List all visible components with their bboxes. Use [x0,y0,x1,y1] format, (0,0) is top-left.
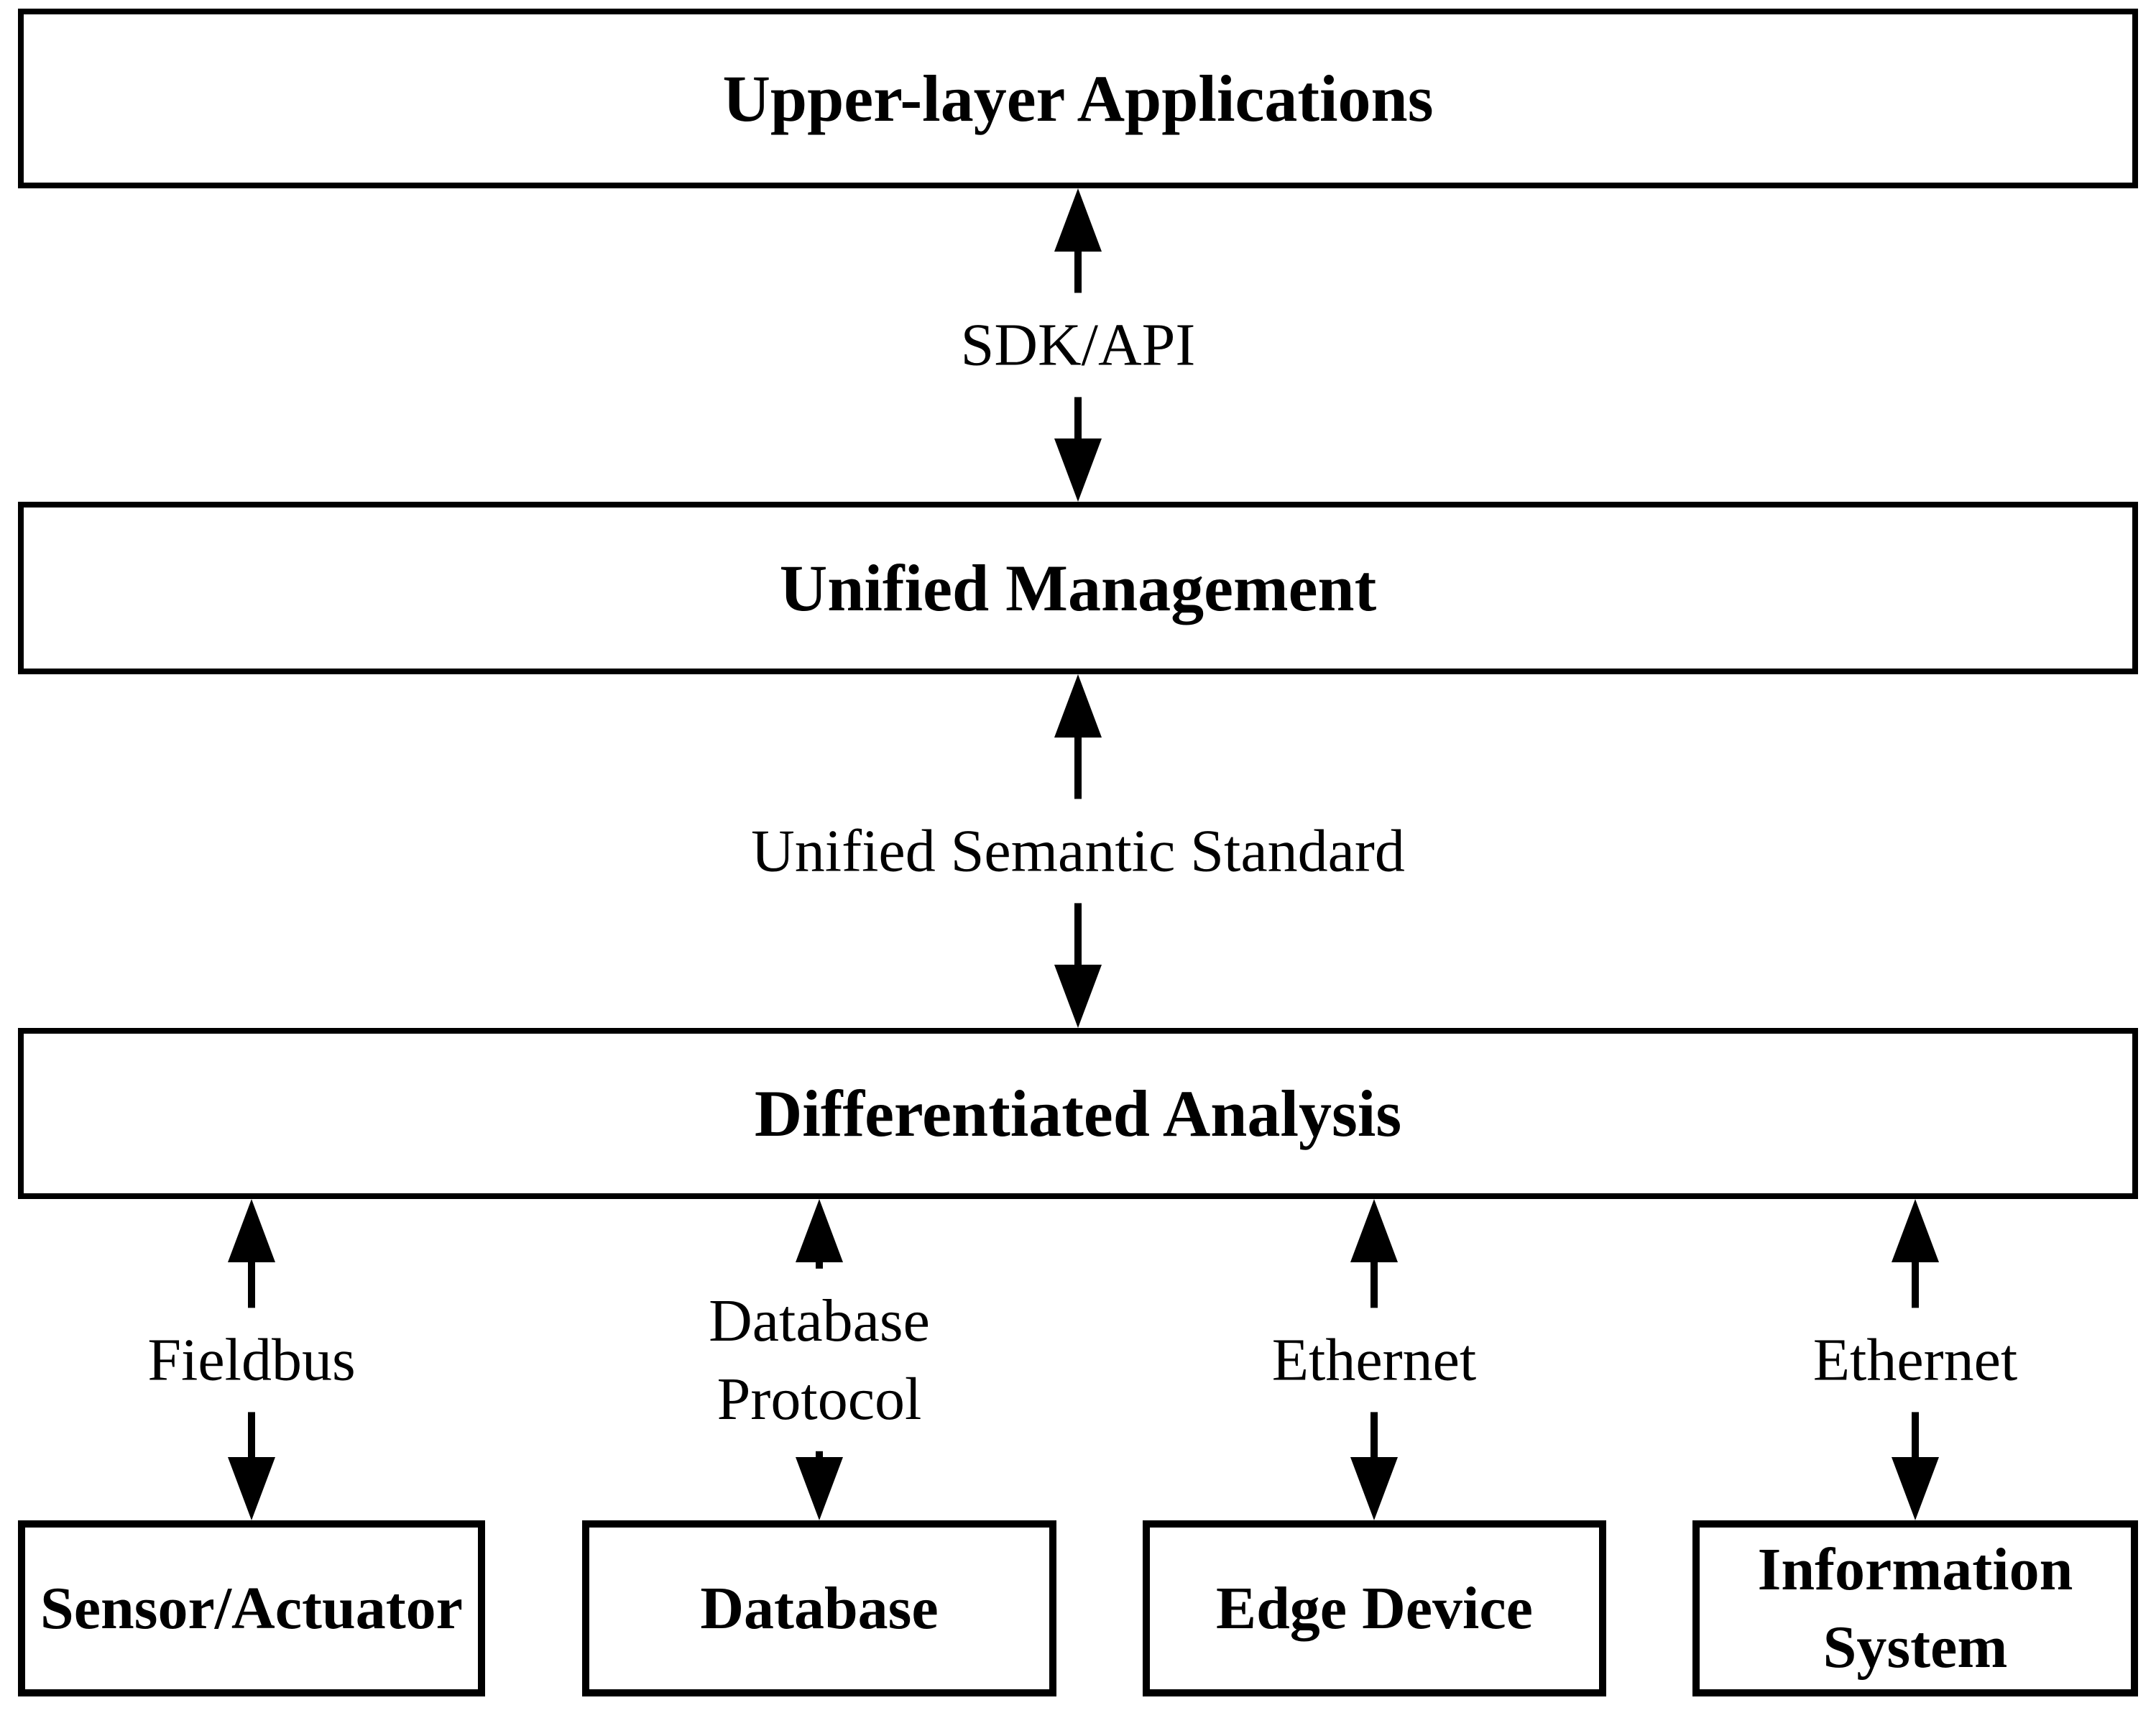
layer-box-upper-layer-applications: Upper-layer Applications [18,9,2138,188]
layer-box-differentiated-analysis: Differentiated Analysis [18,1028,2138,1199]
arrow-database-protocol: Database Protocol [686,1199,953,1520]
arrow-label-fieldbus: Fieldbus [124,1307,379,1413]
arrow-label-ethernet-edge: Ethernet [1248,1307,1500,1413]
down-arrowhead-icon [1350,1457,1398,1520]
arrow-fieldbus: Fieldbus [124,1199,379,1520]
device-title: Edge Device [1216,1574,1533,1642]
down-arrowhead-icon [1892,1457,1939,1520]
device-title: Information System [1757,1535,2073,1681]
down-arrowhead-icon [228,1457,275,1520]
layer-title: Unified Management [779,551,1377,625]
device-title: Sensor/Actuator [40,1574,463,1642]
arrow-label-ethernet-info: Ethernet [1789,1307,2041,1413]
arrow-label-unified-semantic-standard: Unified Semantic Standard [728,799,1428,904]
device-box-information-system: Information System [1692,1520,2138,1696]
arrow-label-database-protocol: Database Protocol [686,1268,953,1451]
down-arrowhead-icon [1054,438,1102,502]
down-arrowhead-icon [1054,965,1102,1028]
layer-box-unified-management: Unified Management [18,502,2138,674]
device-box-database: Database [582,1520,1056,1696]
arrow-sdk-api: SDK/API [937,188,1219,502]
arrow-ethernet-information-system: Ethernet [1789,1199,2041,1520]
layer-title: Differentiated Analysis [754,1077,1402,1150]
down-arrowhead-icon [796,1457,843,1520]
arrow-ethernet-edge-device: Ethernet [1248,1199,1500,1520]
device-box-edge-device: Edge Device [1143,1520,1606,1696]
arrow-unified-semantic-standard: Unified Semantic Standard [728,674,1428,1028]
arrow-label-sdk-api: SDK/API [937,293,1219,398]
layer-title: Upper-layer Applications [722,62,1434,135]
device-box-sensor-actuator: Sensor/Actuator [18,1520,485,1696]
device-title: Database [700,1574,939,1642]
